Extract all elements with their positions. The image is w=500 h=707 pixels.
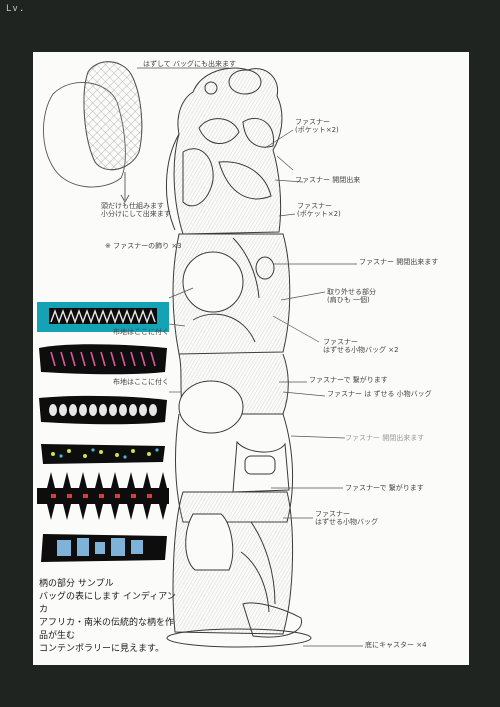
- pattern-swatch-red: [37, 472, 169, 520]
- note-fastener-pocket-a: ファスナー (ポケット×2): [295, 118, 339, 135]
- note-fastener-open-c: ファスナー 開閉出来ます: [345, 434, 425, 442]
- pattern-description: 柄の部分 サンプル バッグの表にします インディアンカ アフリカ・南米の伝統的な…: [39, 579, 176, 655]
- note-removable-bag: はずして バッグにも出来ます: [143, 60, 237, 68]
- note-pouch: 頭だけも仕組みます 小分けにして出来ます: [101, 202, 171, 219]
- pattern-swatch-blue-block: [41, 534, 167, 562]
- totem-body: [165, 67, 312, 648]
- pouch-sketch: [43, 61, 143, 203]
- pattern-swatch-teal: [37, 302, 169, 332]
- note-fastener-small-bag: ファスナー はずせる小物バッグ ×2: [323, 338, 399, 355]
- pattern-swatch-white: [39, 395, 167, 425]
- note-fastener-decoration: ※ ファスナーの飾り ×3: [105, 242, 182, 250]
- note-fastener-open-b: ファスナー 開閉出来ます: [359, 258, 439, 266]
- note-detachable: 取り外せる部分 (肩ひも 一個): [327, 288, 376, 305]
- note-fastener-removable-bag: ファスナー は ずせる 小物バッグ: [327, 390, 432, 398]
- sketch-drawing: [43, 61, 363, 648]
- note-casters: 底にキャスター ×4: [365, 641, 427, 649]
- note-swatch-b: 布地はここに付く: [113, 378, 169, 386]
- note-swatch-a: 布地はここに付く: [113, 328, 169, 336]
- note-fastener-connect-a: ファスナーで 繋がります: [309, 376, 388, 384]
- note-fastener-small-bag-2: ファスナー はずせる小物バッグ: [315, 510, 378, 527]
- note-fastener-open-a: ファスナー 開閉出来: [295, 176, 361, 184]
- design-sheet: はずして バッグにも出来ます 頭だけも仕組みます 小分けにして出来ます ※ ファ…: [33, 52, 469, 665]
- scan-corner-mark: Lv.: [6, 4, 26, 14]
- leader-lines: [137, 67, 363, 647]
- pattern-swatch-dots: [41, 444, 165, 464]
- note-fastener-connect-b: ファスナーで 繋がります: [345, 484, 424, 492]
- note-fastener-pocket-b: ファスナー (ポケット×2): [297, 202, 341, 219]
- pattern-swatch-pink: [39, 344, 167, 375]
